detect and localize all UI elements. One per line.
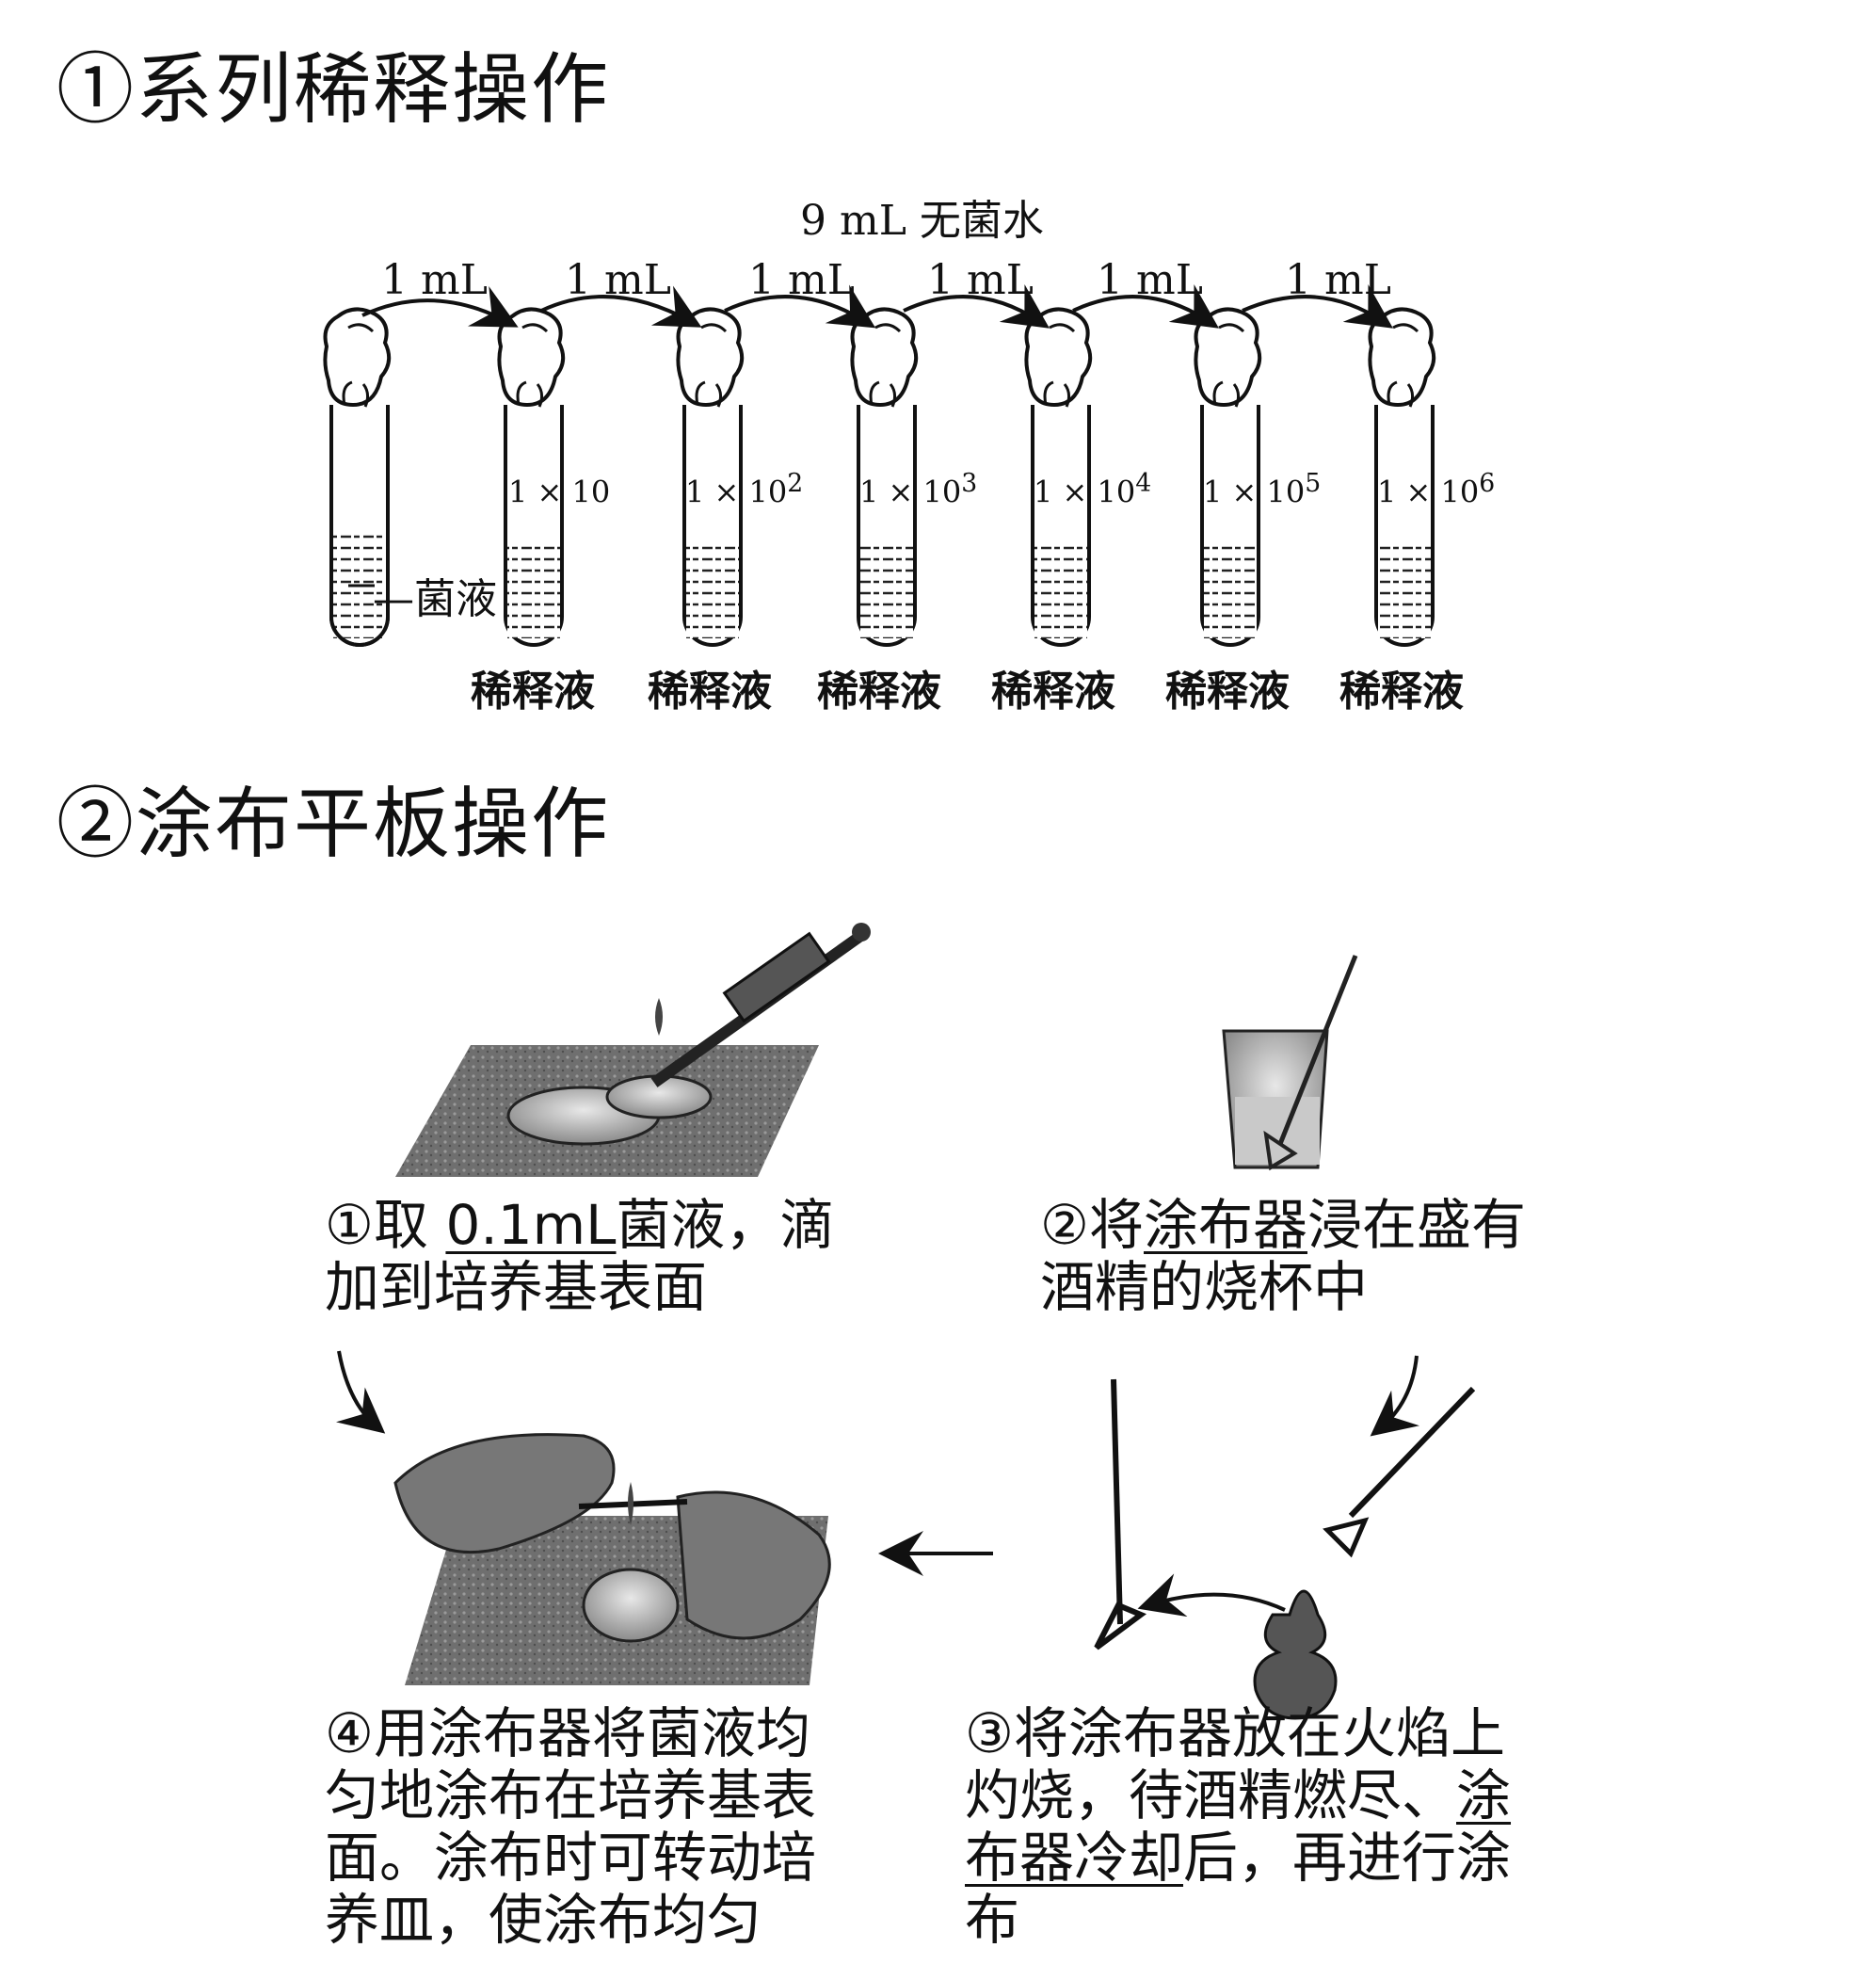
dilution-factor: 1 × 105 bbox=[1203, 469, 1321, 510]
step2-post: 浸在盛有酒精的烧杯中 bbox=[1040, 1193, 1527, 1319]
test-tube bbox=[850, 307, 919, 647]
culture-label: —菌液 bbox=[373, 575, 497, 623]
transfer-arrow bbox=[540, 285, 702, 328]
test-tube bbox=[1024, 307, 1093, 647]
flame-spreader-illustration bbox=[1094, 1378, 1476, 1720]
step2-caption: ②将涂布器浸在盛有酒精的烧杯中 bbox=[1040, 1194, 1530, 1318]
dilution-factor: 1 × 10 bbox=[508, 469, 610, 510]
step1-caption: ①取 0.1mL菌液，滴加到培养基表面 bbox=[325, 1194, 852, 1318]
dilution-base: 1 × 10 bbox=[1034, 474, 1136, 510]
step3-caption: ③将涂布器放在火焰上灼烧，待酒精燃尽、涂布器冷却后，再进行涂布 bbox=[965, 1702, 1530, 1951]
transfer-arrow bbox=[1072, 284, 1219, 329]
spreading-illustration bbox=[393, 1433, 831, 1685]
dilution-factor: 1 × 106 bbox=[1377, 469, 1495, 510]
step3-post: 后，再进行涂布 bbox=[965, 1826, 1512, 1952]
step2-underlined: 涂布器 bbox=[1144, 1193, 1308, 1257]
dilution-factor: 1 × 103 bbox=[859, 469, 977, 510]
test-tube bbox=[497, 307, 566, 647]
step1-underlined: 0.1mL bbox=[445, 1193, 617, 1257]
dilution-exponent: 3 bbox=[961, 469, 978, 498]
flow-arrow bbox=[1370, 1355, 1420, 1437]
pipette-illustration bbox=[395, 923, 871, 1177]
dilution-exponent: 2 bbox=[787, 469, 804, 498]
dilution-label: 稀释液 bbox=[817, 668, 941, 716]
dilution-label: 稀释液 bbox=[1339, 668, 1464, 716]
dilution-base: 1 × 10 bbox=[685, 474, 788, 510]
dilution-base: 1 × 10 bbox=[508, 474, 611, 510]
sterile-water-label: 9 mL 无菌水 bbox=[800, 197, 1044, 245]
dilution-base: 1 × 10 bbox=[1203, 474, 1306, 510]
flow-arrow bbox=[335, 1350, 386, 1434]
transfer-arrow bbox=[361, 286, 519, 328]
dilution-factor: 1 × 104 bbox=[1034, 469, 1151, 510]
dilution-label: 稀释液 bbox=[1165, 668, 1290, 716]
culture-text: 菌液 bbox=[414, 575, 497, 623]
dilution-factor: 1 × 102 bbox=[685, 469, 803, 510]
transfer-arrow bbox=[1242, 284, 1393, 329]
step1-pre: ①取 bbox=[325, 1193, 446, 1257]
step3-underlined: 涂布器冷却 bbox=[965, 1763, 1512, 1890]
dilution-base: 1 × 10 bbox=[859, 474, 962, 510]
step2-pre: ②将 bbox=[1040, 1193, 1144, 1257]
transfer-arrow bbox=[724, 284, 876, 329]
step1-post: 菌液，滴加到培养基表面 bbox=[325, 1193, 835, 1319]
dilution-exponent: 5 bbox=[1305, 469, 1322, 498]
dilution-label: 稀释液 bbox=[991, 668, 1115, 716]
test-tube bbox=[676, 307, 745, 647]
flow-arrow bbox=[1137, 1573, 1286, 1618]
test-tube bbox=[323, 307, 392, 647]
section2-title: ②涂布平板操作 bbox=[56, 780, 611, 869]
transfer-arrow bbox=[903, 284, 1050, 329]
beaker-illustration bbox=[1222, 955, 1358, 1171]
dilution-label: 稀释液 bbox=[471, 668, 595, 716]
section1-title: ①系列稀释操作 bbox=[56, 45, 611, 135]
dilution-label: 稀释液 bbox=[648, 668, 772, 716]
dilution-exponent: 6 bbox=[1479, 469, 1496, 498]
test-tube bbox=[1368, 307, 1436, 647]
dilution-exponent: 4 bbox=[1135, 469, 1152, 498]
step3-pre: ③将涂布器放在火焰上灼烧，待酒精燃尽、 bbox=[965, 1701, 1505, 1827]
dilution-base: 1 × 10 bbox=[1377, 474, 1480, 510]
test-tube bbox=[1194, 307, 1262, 647]
step4-caption: ④用涂布器将菌液均匀地涂布在培养基表面。涂布时可转动培养皿，使涂布均匀 bbox=[325, 1701, 817, 1952]
